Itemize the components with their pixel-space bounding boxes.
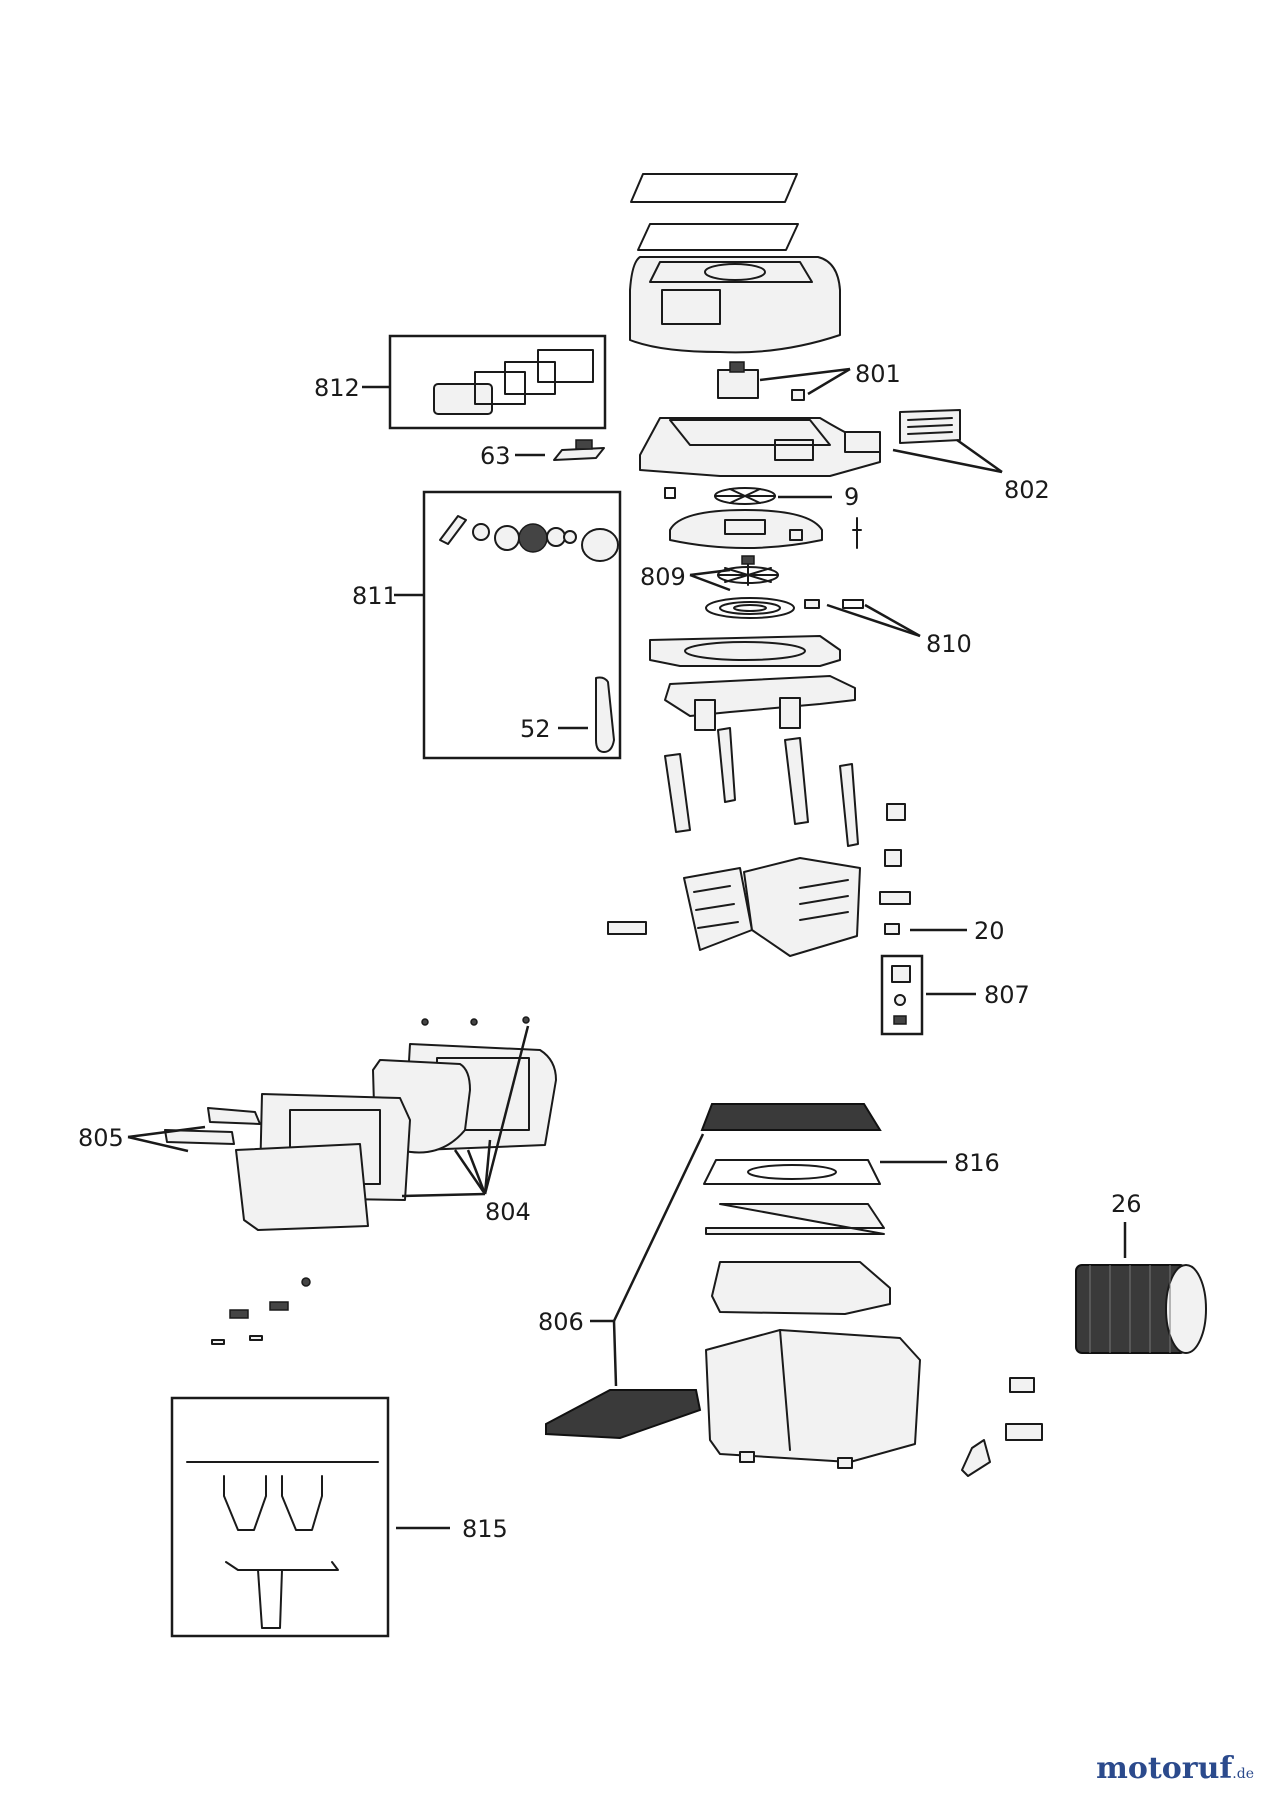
part-809-fan-blade	[717, 555, 779, 586]
lid-plate	[637, 223, 799, 251]
heater-dome	[669, 509, 862, 549]
label-810: 810	[926, 630, 972, 658]
part-26-rotisserie-cage	[1075, 1264, 1207, 1354]
label-804: 804	[485, 1198, 531, 1226]
brand-tld: .de	[1232, 1766, 1254, 1782]
inner-frame	[649, 635, 841, 667]
part-52-belt	[595, 676, 615, 753]
top-housing	[629, 256, 841, 354]
mesh-rack	[700, 1103, 882, 1131]
label-809: 809	[640, 563, 686, 591]
label-26: 26	[1111, 1190, 1142, 1218]
part-815-rotisserie-kit-box	[170, 1396, 390, 1638]
base-small-parts	[961, 1377, 1043, 1477]
leader-lines	[127, 367, 1127, 1530]
hinge-parts	[211, 1277, 311, 1345]
label-63: 63	[480, 442, 511, 470]
drip-tray	[705, 1203, 885, 1235]
bottom-tray	[711, 1261, 891, 1315]
part-9-fan	[664, 487, 776, 505]
label-811: 811	[352, 582, 398, 610]
callout-labels: 801 812 63 802 9 811 809 810 52 20 807 8…	[78, 360, 1142, 1543]
part-812-control-board-box	[388, 334, 607, 430]
door-assembly	[164, 1016, 557, 1231]
part-816-tray	[703, 1159, 881, 1185]
top-cover-plate	[630, 173, 798, 203]
part-20-switch	[884, 923, 900, 935]
inner-chamber	[607, 857, 861, 957]
door-screws	[421, 1016, 530, 1026]
part-810-heating-coil	[705, 597, 864, 619]
part-806-fry-basket	[545, 1389, 702, 1440]
label-812: 812	[314, 374, 360, 402]
fan-blade-spokes	[717, 564, 779, 586]
label-806: 806	[538, 1308, 584, 1336]
part-811-knob-kit-box	[422, 490, 622, 760]
motor-base-housing	[639, 417, 881, 477]
label-801: 801	[855, 360, 901, 388]
part-807-parts-box	[880, 954, 924, 1036]
support-rails	[664, 727, 911, 905]
label-802: 802	[1004, 476, 1050, 504]
label-805: 805	[78, 1124, 124, 1152]
rotisserie-forks	[223, 1475, 323, 1531]
label-52: 52	[520, 715, 551, 743]
part-63-small-board	[553, 439, 605, 461]
label-20: 20	[974, 917, 1005, 945]
base-housing	[705, 1329, 921, 1469]
label-815: 815	[462, 1515, 508, 1543]
part-801-motor	[717, 361, 805, 401]
chamber-slots	[693, 879, 849, 929]
cage-mesh-lines	[1089, 1265, 1171, 1353]
chassis-frame	[664, 675, 856, 731]
part-802-vent-grille	[899, 409, 961, 444]
knob-parts	[439, 515, 619, 562]
label-807: 807	[984, 981, 1030, 1009]
label-9: 9	[844, 483, 859, 511]
label-816: 816	[954, 1149, 1000, 1177]
brand-watermark: motoruf.de	[1096, 1751, 1254, 1786]
brand-name: motoruf	[1096, 1751, 1233, 1786]
